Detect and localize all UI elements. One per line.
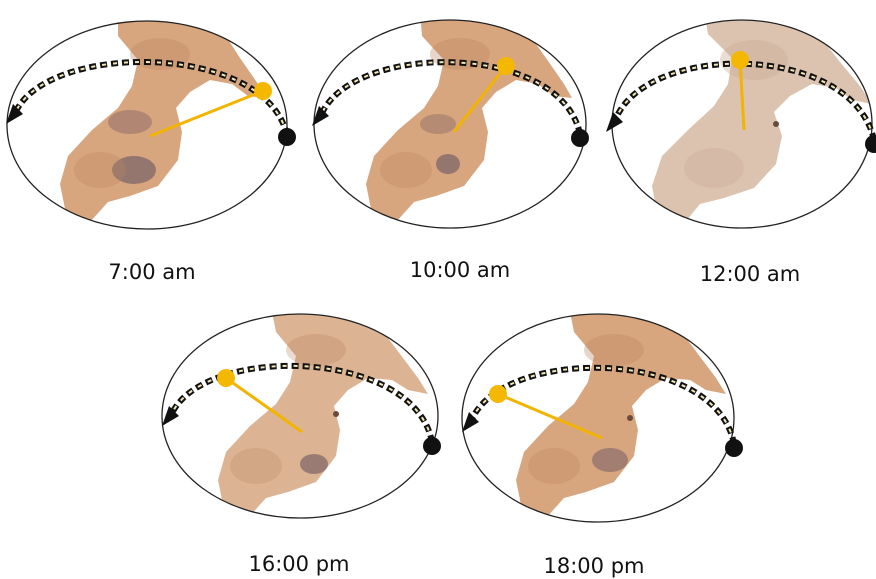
time-label: 7:00 am	[108, 260, 196, 284]
sunrise-point	[725, 439, 743, 457]
sun-ray	[225, 376, 303, 434]
panel-7am	[6, 20, 296, 230]
rock-island	[516, 314, 726, 518]
sun-icon	[489, 385, 507, 403]
rock-feature	[333, 411, 339, 417]
sun-ray	[497, 392, 603, 440]
sun-icon	[217, 369, 235, 387]
arrowhead-icon	[606, 112, 623, 132]
sunrise-point	[423, 437, 441, 455]
rock-island	[60, 21, 265, 222]
sun-path-arc-gap	[613, 62, 875, 141]
rock-texture	[584, 334, 644, 366]
rock-texture	[286, 334, 346, 366]
time-label: 10:00 am	[409, 258, 511, 282]
time-label: 16:00 pm	[248, 552, 350, 576]
panel-16pm	[161, 313, 441, 519]
sun-path-arc	[11, 58, 290, 136]
time-label: 18:00 pm	[543, 554, 645, 578]
sunrise-point	[865, 135, 876, 153]
rock-shadow	[420, 114, 456, 134]
rock-feature	[627, 415, 633, 421]
time-label: 12:00 am	[699, 262, 801, 286]
arrowhead-icon	[312, 106, 329, 126]
arrowhead-icon	[462, 412, 479, 432]
sunrise-point	[278, 128, 296, 146]
rock-shadow	[112, 156, 156, 184]
rock-texture	[230, 448, 282, 484]
panel-10am	[312, 19, 589, 229]
sky-dome-outline	[6, 20, 288, 230]
rock-texture	[684, 148, 744, 188]
sun-ray	[452, 65, 508, 133]
rock-feature	[773, 121, 779, 127]
rock-island	[652, 20, 872, 226]
arrowhead-icon	[162, 406, 179, 426]
sun-path-arc-gap	[169, 364, 433, 443]
sky-dome-outline	[161, 313, 439, 519]
sun-icon	[254, 82, 272, 100]
rock-island	[218, 314, 428, 518]
rock-shadow	[108, 110, 152, 134]
rock-texture	[528, 448, 580, 484]
rock-texture	[380, 152, 432, 188]
rock-shadow	[436, 154, 460, 174]
rock-texture	[74, 152, 126, 188]
sunrise-point	[571, 129, 589, 147]
sky-dome-outline	[461, 313, 735, 523]
sun-icon	[497, 57, 515, 75]
rock-shadow	[300, 454, 328, 474]
rock-shadow	[592, 448, 628, 472]
sun-icon	[731, 51, 749, 69]
panel-12am	[606, 19, 876, 229]
panel-18pm	[461, 313, 743, 523]
sun-ray	[738, 59, 746, 131]
arrowhead-icon	[6, 104, 23, 124]
sun-path-arc-gap	[319, 61, 581, 135]
rock-texture	[720, 40, 788, 80]
sun-ray	[149, 89, 264, 138]
